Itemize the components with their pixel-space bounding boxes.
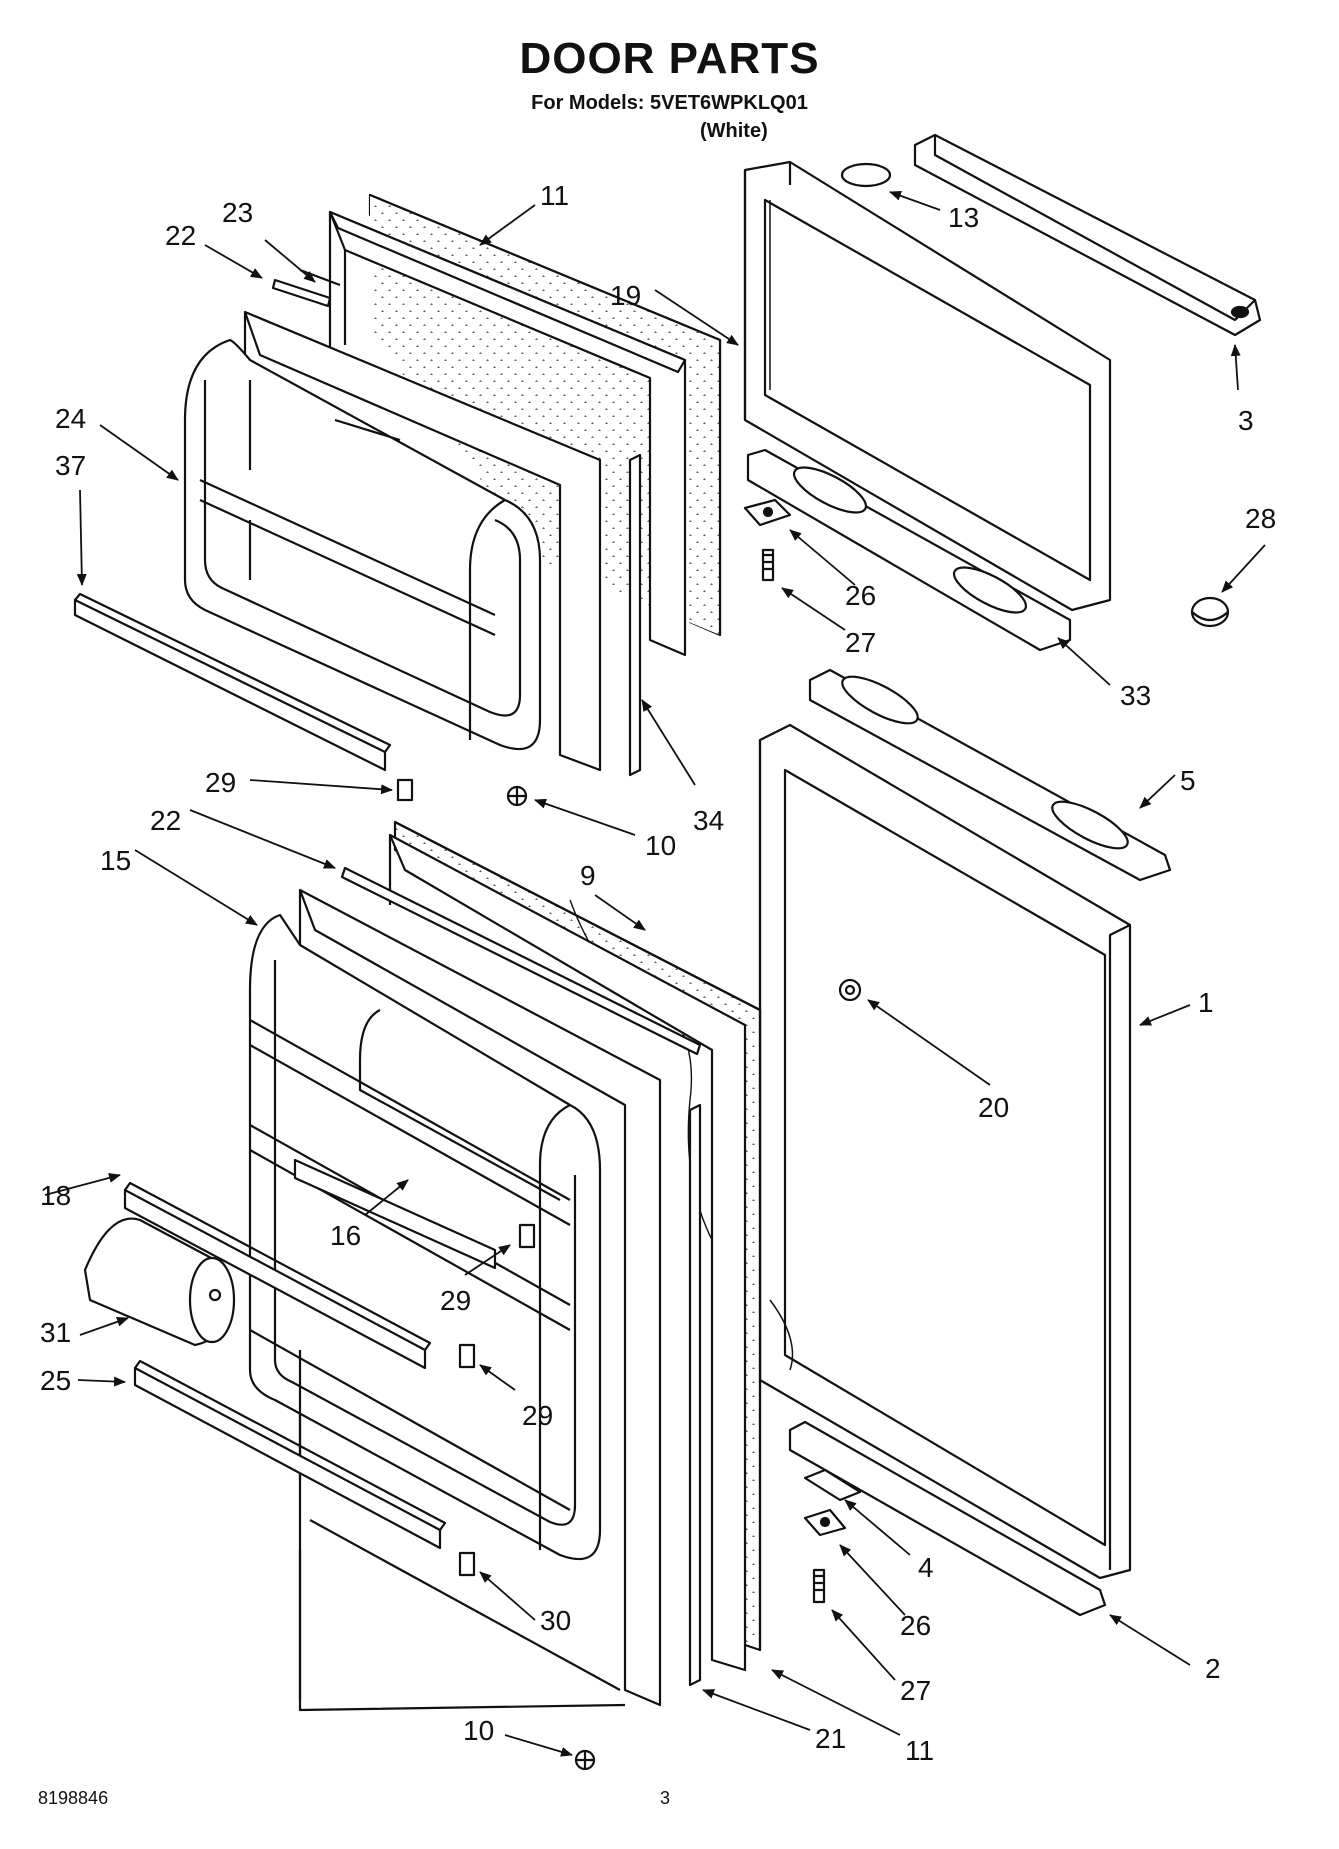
callout-22-upper: 22 bbox=[165, 220, 196, 251]
hinge-plate-4 bbox=[803, 1468, 862, 1502]
page-title: DOOR PARTS bbox=[519, 34, 820, 83]
callout-18: 18 bbox=[40, 1180, 71, 1211]
callout-29-mid: 29 bbox=[440, 1285, 471, 1316]
callout-23: 23 bbox=[222, 197, 253, 228]
callout-27-upper: 27 bbox=[845, 627, 876, 658]
callout-4: 4 bbox=[918, 1552, 934, 1583]
callout-29-low: 29 bbox=[522, 1400, 553, 1431]
callout-29-upper: 29 bbox=[205, 767, 236, 798]
refrigerator-door-liner-15 bbox=[248, 888, 662, 1712]
shelf-clip-30 bbox=[458, 1551, 476, 1577]
hinge-26-lower bbox=[803, 1508, 847, 1537]
freezer-door-gasket bbox=[328, 210, 687, 657]
plug-button-icon bbox=[840, 162, 892, 188]
callout-34: 34 bbox=[693, 805, 724, 836]
callout-19: 19 bbox=[610, 280, 641, 311]
refrigerator-outer-door-1 bbox=[758, 723, 1132, 1580]
dairy-bin-31 bbox=[83, 1217, 236, 1347]
screw-10-lower bbox=[574, 1749, 596, 1771]
callout-3: 3 bbox=[1238, 405, 1254, 436]
shelf-bar-18 bbox=[123, 1181, 432, 1370]
callout-26-upper: 26 bbox=[845, 580, 876, 611]
doc-number: 8198846 bbox=[38, 1788, 109, 1808]
callout-11-upper: 11 bbox=[540, 180, 569, 211]
freezer-shelf-bar-37 bbox=[73, 592, 392, 772]
callout-25: 25 bbox=[40, 1365, 71, 1396]
shelf-bar-25 bbox=[133, 1359, 447, 1550]
callout-33: 33 bbox=[1120, 680, 1151, 711]
callout-numbers: 11 23 22 13 19 3 24 37 28 26 27 33 5 29 … bbox=[40, 180, 1276, 1766]
hinge-screw-27-lower bbox=[812, 1568, 826, 1604]
freezer-door-liner bbox=[183, 310, 602, 772]
leader-lines bbox=[44, 191, 1266, 1757]
hinge-screw-27-upper bbox=[761, 548, 775, 582]
retainer-strip-23 bbox=[299, 268, 341, 287]
plug-button-20 bbox=[838, 978, 862, 1002]
callout-5: 5 bbox=[1180, 765, 1196, 796]
top-hinge-cover-3 bbox=[913, 133, 1262, 337]
handle-icon bbox=[808, 668, 1172, 882]
callout-15: 15 bbox=[100, 845, 131, 876]
callout-21: 21 bbox=[815, 1723, 846, 1754]
callout-1: 1 bbox=[1198, 987, 1214, 1018]
callout-10-lower: 10 bbox=[463, 1715, 494, 1746]
hinge-icon bbox=[743, 498, 792, 527]
shelf-clip-29-low bbox=[458, 1343, 476, 1369]
callout-26-lower: 26 bbox=[900, 1610, 931, 1641]
callout-16: 16 bbox=[330, 1220, 361, 1251]
refrigerator-side-trim-21 bbox=[688, 1103, 702, 1687]
freezer-outer-door-19 bbox=[743, 160, 1112, 612]
callout-30: 30 bbox=[540, 1605, 571, 1636]
freezer-side-trim-34 bbox=[628, 453, 642, 777]
shelf-clip-29-upper bbox=[396, 778, 414, 802]
screw-icon bbox=[506, 785, 528, 807]
callout-11-lower: 11 bbox=[905, 1735, 934, 1766]
door-shelf-retainer-22-lower bbox=[340, 866, 702, 1056]
callout-31: 31 bbox=[40, 1317, 71, 1348]
callout-22-lower: 22 bbox=[150, 805, 181, 836]
callout-2: 2 bbox=[1205, 1653, 1221, 1684]
callout-37: 37 bbox=[55, 450, 86, 481]
callout-24: 24 bbox=[55, 403, 86, 434]
callout-13: 13 bbox=[948, 202, 979, 233]
bottom-hinge-cover-2 bbox=[788, 1420, 1107, 1617]
callout-27-lower: 27 bbox=[900, 1675, 931, 1706]
shelf-clip-29-mid bbox=[518, 1223, 536, 1249]
color-line: (White) bbox=[700, 120, 768, 142]
callout-9: 9 bbox=[580, 860, 596, 891]
page-number: 3 bbox=[660, 1788, 671, 1808]
callout-28: 28 bbox=[1245, 503, 1276, 534]
models-line: For Models: 5VET6WPKLQ01 bbox=[531, 92, 808, 114]
plug-button-28 bbox=[1190, 596, 1230, 628]
callout-20: 20 bbox=[978, 1092, 1009, 1123]
callout-10-upper: 10 bbox=[645, 830, 676, 861]
freezer-handle-33 bbox=[746, 448, 1072, 652]
door-shelf-retainer-22-upper bbox=[271, 278, 332, 308]
